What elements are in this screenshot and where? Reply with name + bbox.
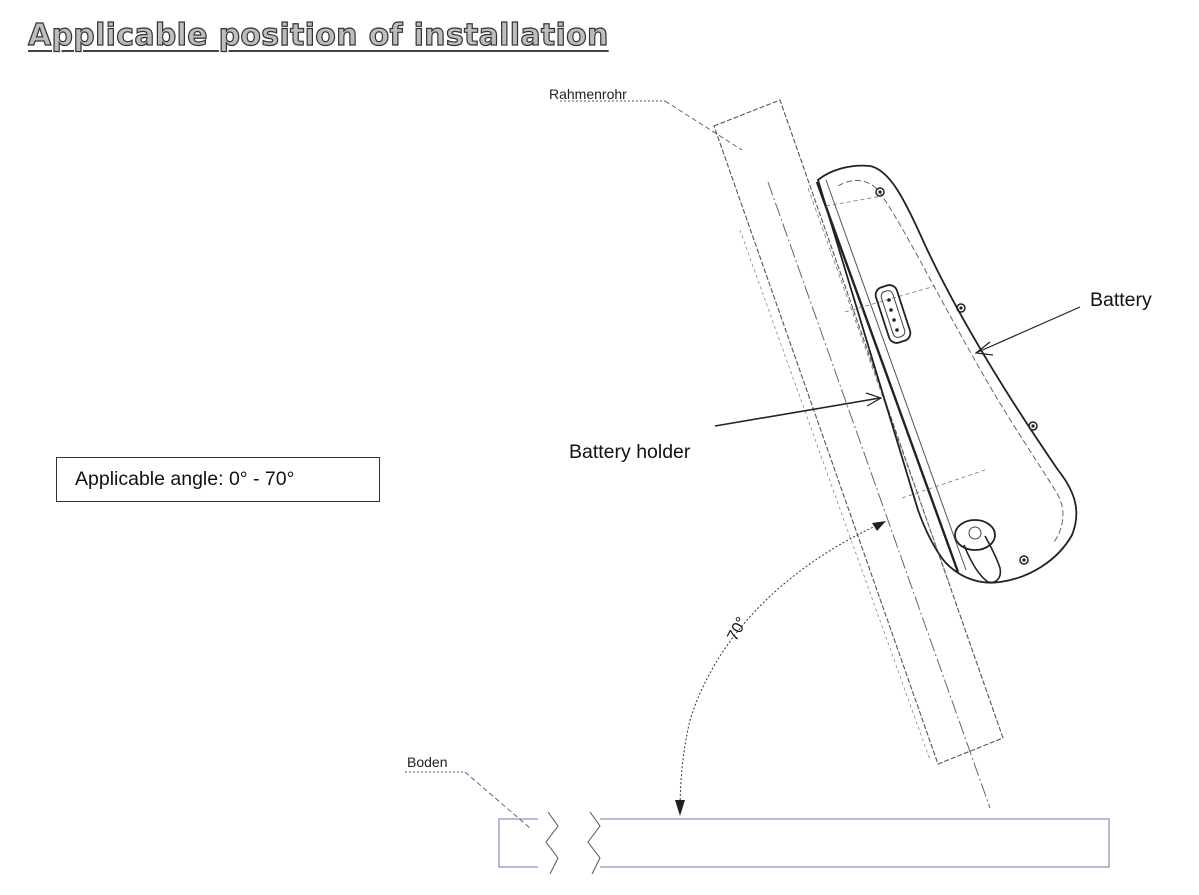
angle-arc: 70° [675, 521, 886, 816]
ground-slab [498, 811, 1110, 875]
battery-label: Battery [1090, 289, 1152, 311]
applicable-angle-text: Applicable angle: 0° - 70° [75, 468, 295, 490]
battery-holder [807, 179, 967, 586]
battery-pack [816, 164, 1078, 584]
frame-tube [713, 99, 1004, 809]
page-title: Applicable position of installation [27, 17, 609, 53]
battery-holder-label: Battery holder [569, 441, 691, 463]
angle-label: 70° [725, 615, 751, 644]
leader-lines [405, 100, 1081, 829]
frame-tube-label: Rahmenrohr [549, 86, 627, 102]
ground-label: Boden [407, 754, 447, 770]
applicable-angle-box: Applicable angle: 0° - 70° [56, 457, 380, 502]
battery-lock-icon [954, 519, 1002, 584]
battery-connector-icon [874, 284, 912, 344]
